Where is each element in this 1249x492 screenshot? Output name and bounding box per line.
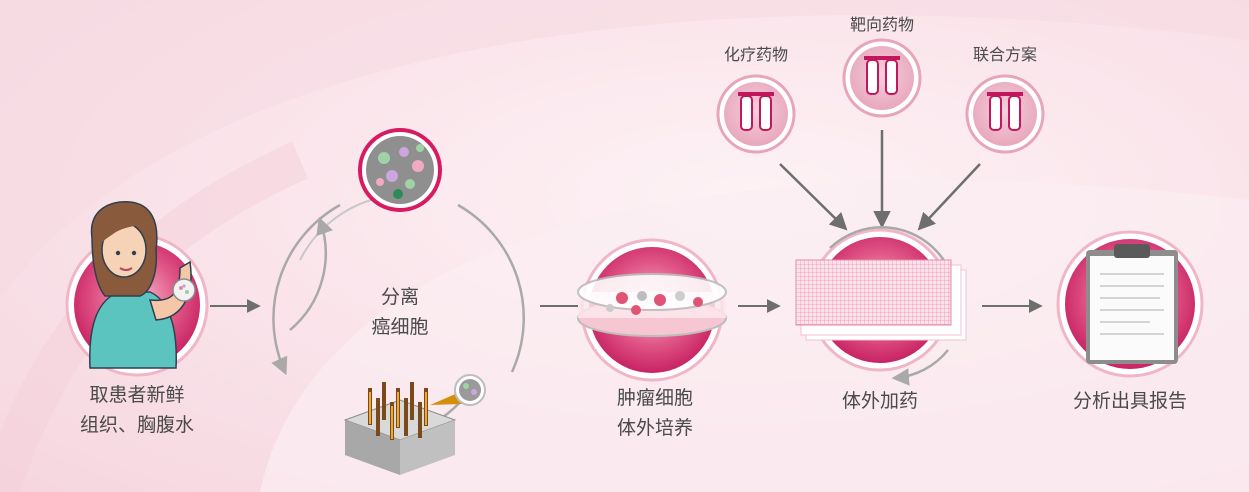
drug-icons — [716, 38, 1045, 154]
step-culture-line1: 肿瘤细胞 — [616, 387, 693, 409]
step-sample-line1: 取患者新鲜 — [89, 384, 185, 406]
step-isolate-label: 分离 癌细胞 — [350, 282, 450, 342]
step-culture-label: 肿瘤细胞 体外培养 — [590, 383, 720, 443]
tube-icon-combo — [965, 74, 1045, 154]
drug-chemo-label: 化疗药物 — [723, 45, 788, 64]
drug-combo-label: 联合方案 — [972, 45, 1037, 64]
step-dosing-line1: 体外加药 — [841, 390, 918, 412]
step-isolate-line1: 分离 — [380, 286, 419, 308]
step-report-label: 分析出具报告 — [1055, 386, 1205, 416]
well-plate — [343, 374, 486, 475]
patient-illustration — [65, 201, 209, 377]
tube-icon-targeted — [842, 38, 922, 118]
step-report-line1: 分析出具报告 — [1072, 390, 1187, 412]
cancer-cells-circle — [358, 128, 442, 212]
arrow-combo — [917, 163, 981, 231]
arrow-chemo — [779, 163, 848, 231]
step-isolate-line2: 癌细胞 — [371, 316, 429, 338]
step-sample-line2: 组织、胸腹水 — [79, 414, 194, 436]
clipboard-report — [1056, 230, 1204, 378]
drug-targeted-label: 靶向药物 — [849, 15, 914, 34]
tube-icon-chemo — [716, 74, 796, 154]
dosing-plate — [795, 226, 967, 386]
culture-dish — [577, 238, 727, 382]
step-sample-label: 取患者新鲜 组织、胸腹水 — [62, 380, 212, 440]
step-culture-line2: 体外培养 — [616, 417, 693, 439]
step-dosing-label: 体外加药 — [820, 386, 940, 416]
